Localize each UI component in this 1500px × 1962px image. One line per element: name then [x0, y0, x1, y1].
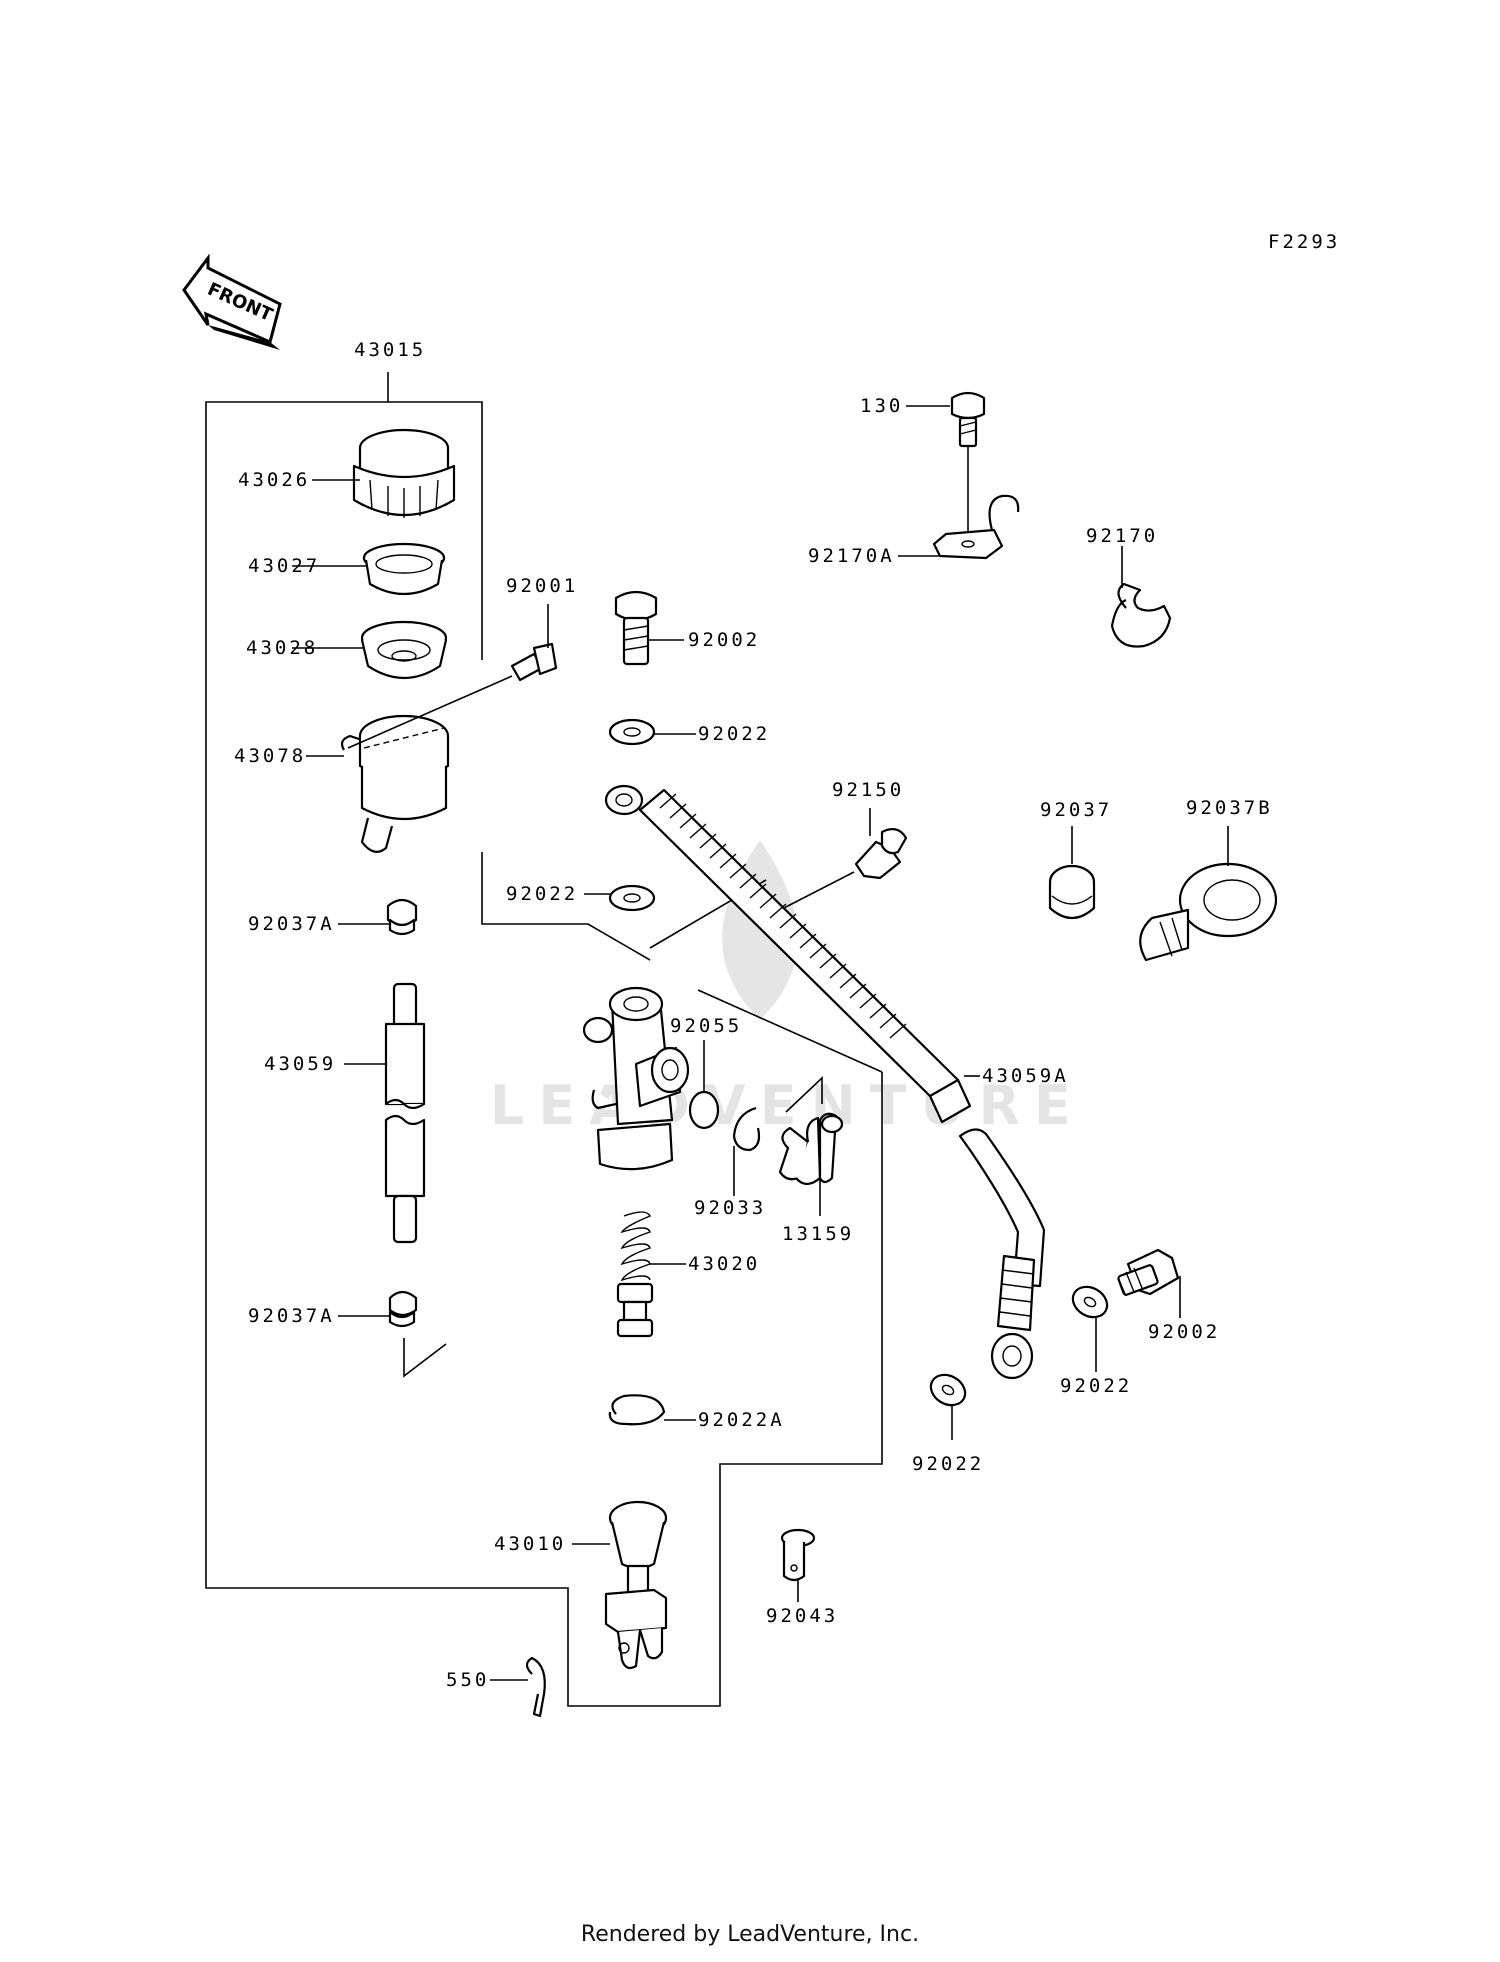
callout-92037: 92037 — [1040, 799, 1112, 821]
callout-92037A-upper: 92037A — [248, 913, 335, 935]
assembly-outline-inner — [481, 852, 651, 961]
callout-43027: 43027 — [248, 555, 320, 577]
callout-92037B: 92037B — [1186, 797, 1273, 819]
grommet — [1048, 864, 1096, 920]
leader-clamp-lower — [403, 1338, 447, 1378]
callout-130: 130 — [860, 395, 903, 417]
hose-clip — [1110, 582, 1172, 648]
piston-spring — [616, 1211, 654, 1338]
callout-92170A: 92170A — [808, 545, 895, 567]
callout-43059A: 43059A — [982, 1065, 1069, 1087]
callout-43059: 43059 — [264, 1053, 336, 1075]
circlip — [732, 1106, 761, 1152]
clamp-bracket — [932, 494, 1020, 560]
callout-92022-right: 92022 — [1060, 1375, 1132, 1397]
callout-92001: 92001 — [506, 575, 578, 597]
figure-code: F2293 — [1268, 231, 1340, 253]
reservoir-cap — [352, 428, 456, 518]
washer-top — [608, 718, 656, 746]
washer-lower — [929, 1373, 967, 1407]
push-rod — [604, 1500, 668, 1670]
front-arrow-icon: FRONT — [182, 253, 282, 350]
callout-92170: 92170 — [1086, 525, 1158, 547]
callout-550: 550 — [446, 1669, 489, 1691]
banjo-bolt-top — [614, 590, 658, 666]
leader-outline-diag — [697, 989, 883, 1073]
hose-clamp-lower — [388, 1290, 418, 1328]
reservoir-hose — [384, 982, 426, 1244]
hose-clamp-upper — [386, 898, 418, 936]
watermark: LEADVENTURE — [490, 840, 1085, 1137]
o-ring — [688, 1090, 720, 1130]
callout-43020: 43020 — [688, 1253, 760, 1275]
elbow-fitting — [778, 1112, 844, 1186]
callout-43010: 43010 — [494, 1533, 566, 1555]
leader-bleeder — [347, 675, 513, 749]
snap-ring — [608, 1394, 666, 1426]
brake-hose — [604, 784, 1046, 1380]
washer-right — [1071, 1285, 1109, 1319]
bolt-130 — [950, 391, 986, 448]
callout-92022A: 92022A — [698, 1409, 785, 1431]
callout-43015: 43015 — [354, 339, 426, 361]
callout-43026: 43026 — [238, 469, 310, 491]
callout-92002-top: 92002 — [688, 629, 760, 651]
cotter-pin — [525, 1656, 546, 1718]
callout-92037A-lower: 92037A — [248, 1305, 335, 1327]
callout-92022-mid: 92022 — [506, 883, 578, 905]
callout-13159: 13159 — [782, 1223, 854, 1245]
callout-92022-lower: 92022 — [912, 1453, 984, 1475]
leader-13159-bracket — [785, 1076, 823, 1113]
bolt-92150 — [854, 827, 908, 880]
callout-92150: 92150 — [832, 779, 904, 801]
callout-92022-top: 92022 — [698, 723, 770, 745]
callout-labels: 43015 43026 43027 43028 43078 92037A 430… — [234, 339, 1273, 1691]
diaphragm-plate — [362, 542, 446, 595]
hose-guide — [1139, 862, 1278, 962]
banjo-bolt-right — [1117, 1248, 1180, 1297]
callout-43028: 43028 — [246, 637, 318, 659]
footer-credit: Rendered by LeadVenture, Inc. — [580, 1922, 920, 1947]
diaphragm — [360, 620, 448, 680]
leader-92150 — [779, 871, 855, 911]
washer-mid — [608, 884, 656, 912]
callout-92043: 92043 — [766, 1605, 838, 1627]
watermark-text: LEADVENTURE — [490, 1074, 1085, 1137]
callout-92033: 92033 — [694, 1197, 766, 1219]
bleeder-screw — [510, 642, 558, 682]
callout-92055: 92055 — [670, 1015, 742, 1037]
reservoir-body — [340, 714, 450, 853]
clevis-pin — [780, 1528, 816, 1582]
callout-92002-right: 92002 — [1148, 1321, 1220, 1343]
master-cylinder-body — [582, 986, 690, 1171]
callout-43078: 43078 — [234, 745, 306, 767]
assembly-outline — [205, 401, 883, 1707]
